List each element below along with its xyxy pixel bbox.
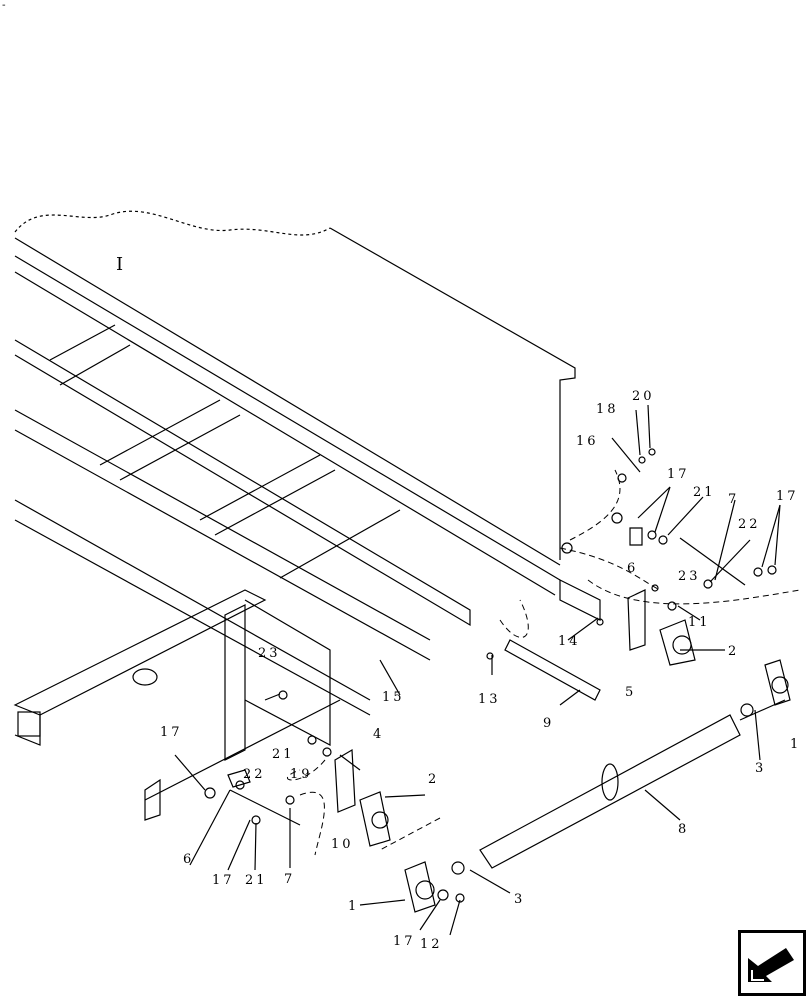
- callout-14: 14: [558, 634, 581, 649]
- callout-16: 16: [576, 434, 599, 449]
- callout-6: 6: [627, 561, 638, 576]
- callout-2: 2: [428, 772, 439, 787]
- callout-17: 17: [393, 934, 416, 949]
- dashed-connectors: [287, 469, 801, 856]
- callout-21: 21: [245, 873, 268, 888]
- callout-labels: 1 1 2 2 3 3 4 5 6 6 7 7 8 9 10 11 12 13 …: [160, 389, 801, 952]
- callout-20: 20: [632, 389, 655, 404]
- callout-1: 1: [348, 899, 359, 914]
- callout-21: 21: [272, 747, 295, 762]
- callout-2: 2: [728, 644, 739, 659]
- callout-11: 11: [688, 615, 711, 630]
- callout-17: 17: [212, 873, 235, 888]
- callout-17: 17: [667, 467, 690, 482]
- callout-23: 23: [678, 569, 701, 584]
- callout-15: 15: [382, 690, 405, 705]
- next-page-arrow-icon[interactable]: [738, 930, 806, 996]
- frame-label: I: [116, 254, 123, 275]
- callout-3: 3: [514, 892, 525, 907]
- callout-12: 12: [420, 937, 443, 952]
- callout-9: 9: [543, 716, 554, 731]
- callout-7: 7: [284, 872, 295, 887]
- callout-17: 17: [160, 725, 183, 740]
- callout-17: 17: [776, 489, 799, 504]
- callout-13: 13: [478, 692, 501, 707]
- callout-8: 8: [678, 822, 689, 837]
- callout-22: 22: [738, 517, 761, 532]
- callout-19: 19: [290, 767, 313, 782]
- callout-10: 10: [331, 837, 354, 852]
- callout-1: 1: [790, 737, 801, 752]
- callout-21: 21: [693, 485, 716, 500]
- callout-18: 18: [596, 402, 619, 417]
- callout-5: 5: [625, 685, 636, 700]
- callout-6: 6: [183, 852, 194, 867]
- frame-structure: [13, 210, 791, 936]
- callout-22: 22: [243, 767, 266, 782]
- callout-4: 4: [373, 727, 384, 742]
- callout-23: 23: [258, 646, 281, 661]
- callout-3: 3: [755, 761, 766, 776]
- corner-mark: -: [2, 0, 6, 11]
- callout-7: 7: [728, 492, 739, 507]
